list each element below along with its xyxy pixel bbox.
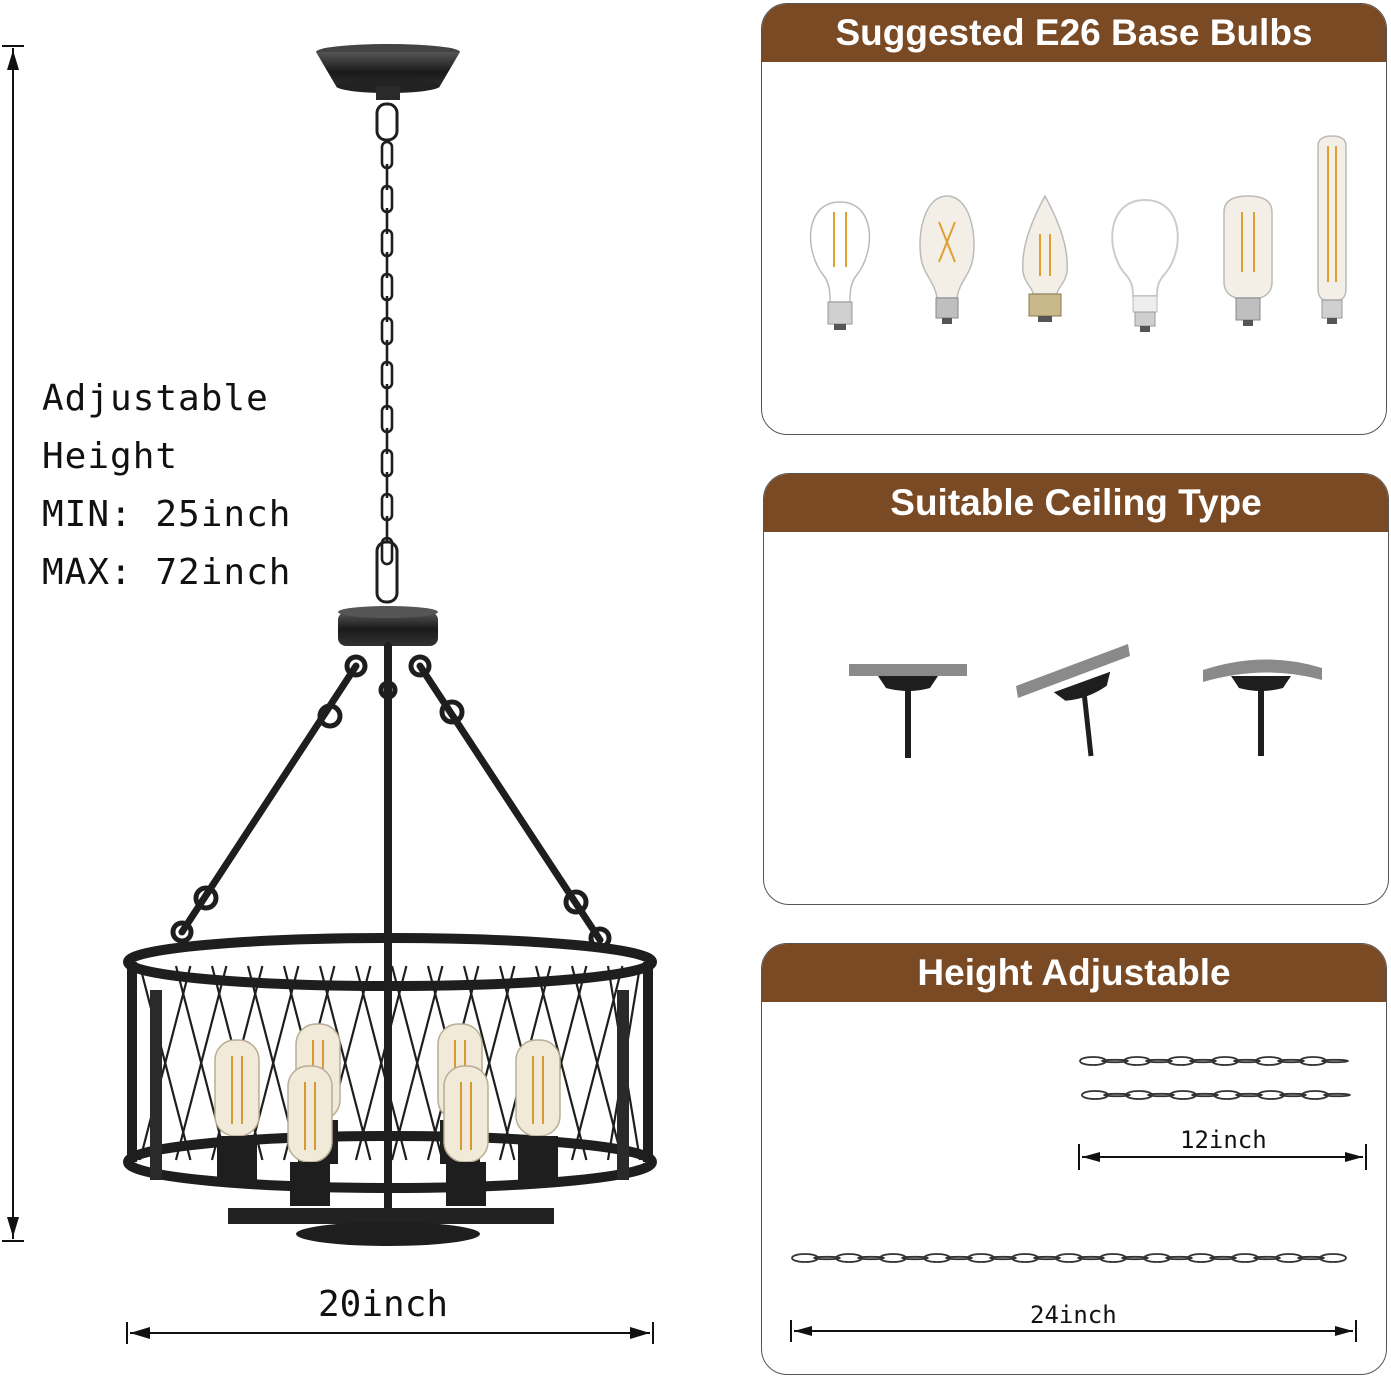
chain-segment-short-1 — [1079, 1056, 1349, 1066]
chain-length-diagram — [790, 1056, 1367, 1342]
sloped-ceiling-icon — [1016, 644, 1130, 757]
chain-short-label: 12inch — [1180, 1126, 1267, 1154]
bottom-hub — [228, 1208, 554, 1246]
t10-long-tube-bulb-icon — [1317, 135, 1347, 324]
chain-long-label: 24inch — [1030, 1301, 1117, 1329]
height-panel: Height Adjustable 12inch 24inch — [761, 943, 1387, 1375]
height-panel-header: Height Adjustable — [762, 944, 1386, 1002]
width-label: 20inch — [318, 1284, 449, 1325]
candle-filament-bulb-icon — [1022, 194, 1068, 322]
a19-filament-bulb-icon — [809, 201, 871, 330]
st19-filament-bulb-icon — [919, 195, 975, 324]
bulb-types — [809, 135, 1347, 332]
chandelier-illustration — [2, 44, 657, 1344]
adjustable-height-title-line1: Adjustable — [42, 378, 269, 419]
chain-segment-short-2 — [1081, 1090, 1351, 1100]
bulbs-panel-header: Suggested E26 Base Bulbs — [762, 4, 1386, 62]
fixture-bulbs — [214, 1023, 561, 1206]
flat-ceiling-icon — [849, 664, 967, 758]
ceiling-panel-header: Suitable Ceiling Type — [764, 474, 1388, 532]
max-height-label: MAX: 72inch — [42, 552, 292, 593]
height-dimension-line — [2, 45, 24, 1242]
chain-links — [380, 140, 394, 566]
min-height-label: MIN: 25inch — [42, 494, 292, 535]
ceiling-types — [849, 644, 1322, 758]
a19-led-bulb-icon — [1111, 198, 1179, 332]
long-dimension-line — [790, 1320, 1357, 1342]
short-dimension-line — [1078, 1144, 1367, 1170]
bulbs-panel: Suggested E26 Base Bulbs — [761, 3, 1387, 435]
hanging-chain — [375, 102, 399, 142]
vaulted-ceiling-icon — [1203, 659, 1322, 756]
width-dimension-line — [126, 1322, 654, 1344]
ceiling-canopy — [316, 44, 460, 100]
adjustable-height-title-line2: Height — [42, 436, 179, 477]
chain-segment-long — [791, 1253, 1347, 1263]
arm-rings — [170, 654, 612, 950]
cage-drum — [123, 933, 657, 1193]
fixture-hub — [338, 540, 438, 646]
t14-tubular-bulb-icon — [1223, 195, 1273, 326]
ceiling-panel: Suitable Ceiling Type — [763, 473, 1389, 905]
